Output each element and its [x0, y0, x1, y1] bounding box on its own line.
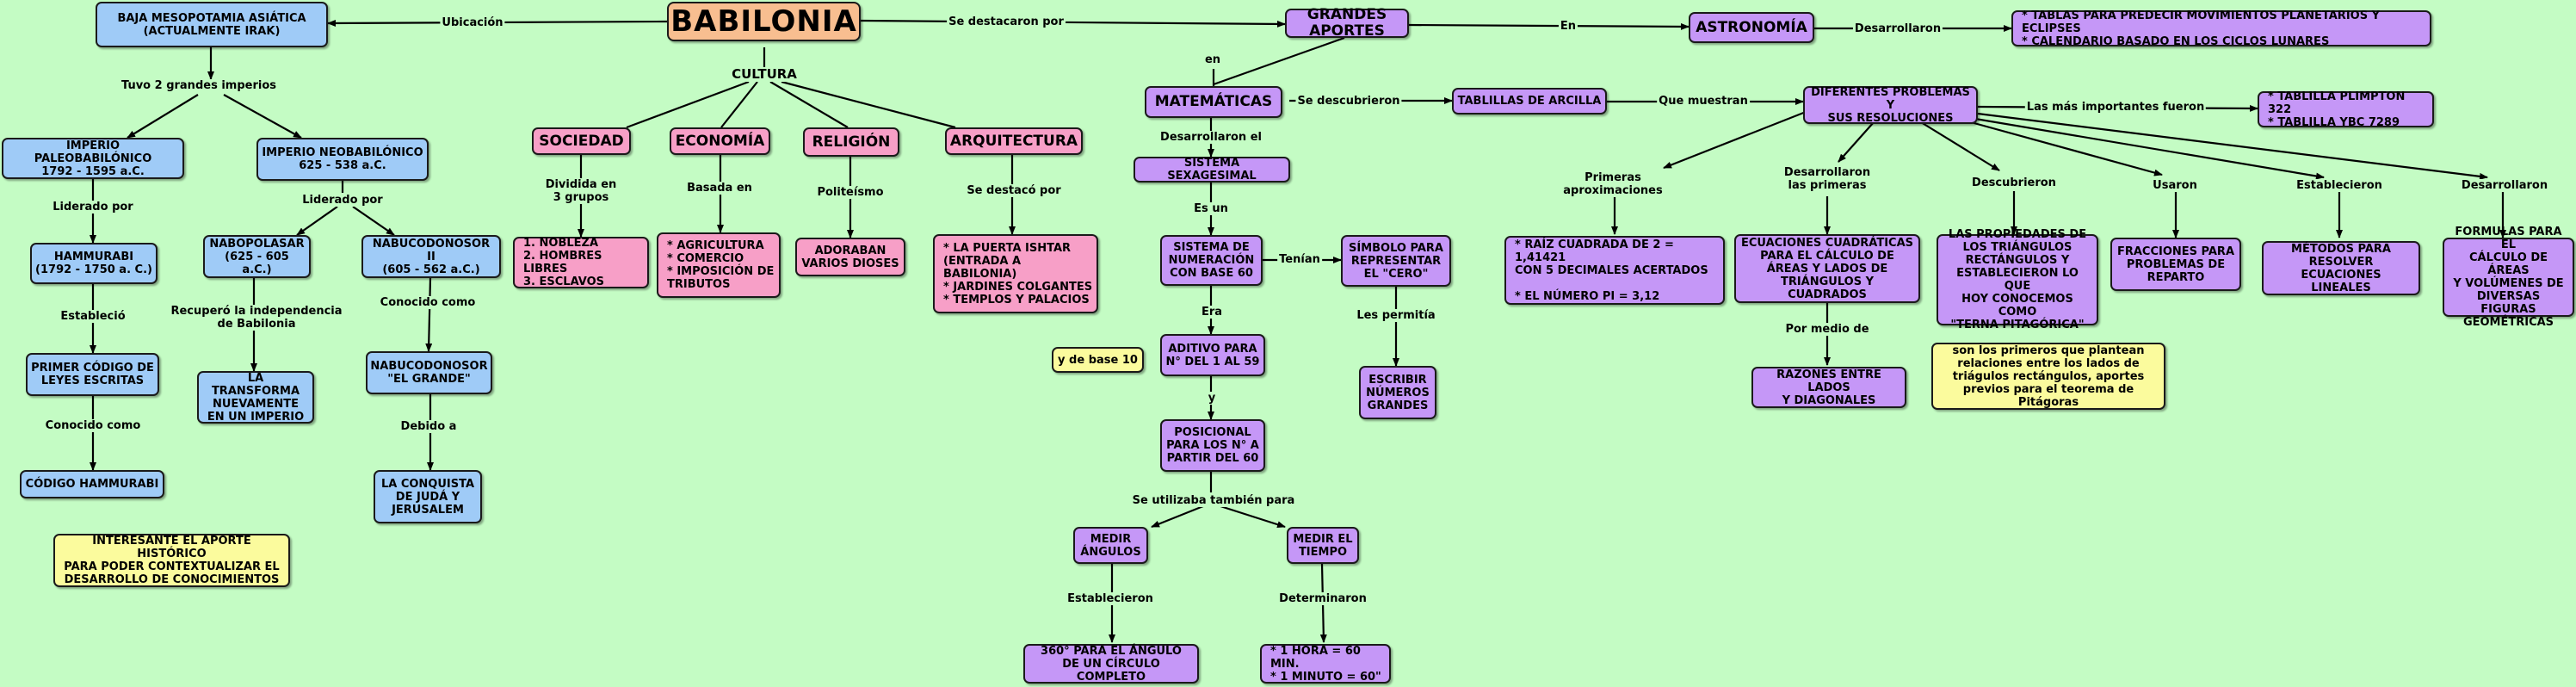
- node-primer-codigo: PRIMER CÓDIGO DE LEYES ESCRITAS: [26, 353, 159, 396]
- label-es-un: Es un: [1192, 202, 1230, 215]
- node-ecuaciones-cuadraticas: ECUACIONES CUADRÁTICAS PARA EL CÁLCULO D…: [1734, 234, 1920, 303]
- node-medir-angulos: MEDIR ÁNGULOS: [1073, 527, 1148, 564]
- label-desarrollaron-primeras: Desarrollaron las primeras: [1782, 166, 1873, 192]
- label-liderado-por-neo: Liderado por: [300, 194, 385, 207]
- node-escribir-numeros: ESCRIBIR NÚMEROS GRANDES: [1359, 366, 1436, 419]
- note-primeros-plantean: son los primeros que plantean relaciones…: [1931, 343, 2165, 410]
- label-mas-importantes: Las más importantes fueron: [2024, 101, 2207, 114]
- label-en-astronomia: En: [1558, 20, 1578, 33]
- label-tenian: Tenían: [1277, 253, 1322, 266]
- node-sistema-sexagesimal: SISTEMA SEXAGESIMAL: [1134, 157, 1290, 183]
- label-y: y: [1206, 392, 1218, 405]
- label-dividida: Dividida en 3 grupos: [543, 178, 619, 204]
- node-conquista-juda: LA CONQUISTA DE JUDÁ Y JERUSALEM: [374, 470, 482, 523]
- node-angulo-360: 360° PARA EL ÁNGULO DE UN CÍRCULO COMPLE…: [1023, 644, 1199, 684]
- label-basada: Basada en: [685, 182, 754, 195]
- node-razones: RAZONES ENTRE LADOS Y DIAGONALES: [1751, 367, 1906, 408]
- label-ubicacion: Ubicación: [440, 16, 505, 29]
- node-matematicas: MATEMÁTICAS: [1145, 86, 1282, 118]
- node-propiedades-triangulos: LAS PROPIEDADES DE LOS TRIÁNGULOS RECTÁN…: [1937, 228, 2098, 331]
- label-en-matematicas: en: [1202, 53, 1223, 66]
- node-astronomia: ASTRONOMÍA: [1689, 12, 1814, 43]
- label-recupero: Recuperó la independencia de Babilonia: [169, 305, 344, 331]
- node-arquitectura-detalle: * LA PUERTA ISHTAR (ENTRADA A BABILONIA)…: [933, 234, 1098, 313]
- label-desarrollaron-el: Desarrollaron el: [1158, 131, 1263, 144]
- label-primeras-aproximaciones: Primeras aproximaciones: [1561, 171, 1665, 197]
- node-religion: RELIGIÓN: [803, 127, 899, 157]
- node-fracciones: FRACCIONES PARA PROBLEMAS DE REPARTO: [2110, 238, 2241, 291]
- node-nabucodonosor-el-grande: NABUCODONOSOR "EL GRANDE": [366, 351, 492, 394]
- label-se-descubrieron: Se descubrieron: [1295, 95, 1402, 108]
- label-politeismo: Politeísmo: [815, 186, 886, 199]
- node-sistema-numeracion: SISTEMA DE NUMERACIÓN CON BASE 60: [1160, 235, 1263, 286]
- label-desarrollaron-formulas: Desarrollaron: [2459, 179, 2550, 192]
- node-religion-detalle: ADORABAN VARIOS DIOSES: [795, 238, 905, 276]
- node-raiz-pi: * RAÍZ CUADRADA DE 2 = 1,41421 CON 5 DEC…: [1504, 236, 1725, 305]
- node-imperio-neobabilonico: IMPERIO NEOBABILÓNICO 625 - 538 a.C.: [256, 138, 429, 181]
- node-imperio-paleobabilonico: IMPERIO PALEOBABILÓNICO 1792 - 1595 a.C.: [2, 138, 184, 179]
- label-se-destaco: Se destacó por: [965, 184, 1063, 197]
- label-desarrollaron-astro: Desarrollaron: [1852, 22, 1943, 35]
- node-hammurabi: HAMMURABI (1792 - 1750 a. C.): [30, 243, 158, 284]
- node-grandes-aportes: GRANDES APORTES: [1285, 7, 1409, 40]
- node-astronomia-detalle: * TABLAS PARA PREDECIR MOVIMIENTOS PLANE…: [2011, 9, 2431, 48]
- label-por-medio-de: Por medio de: [1783, 323, 1871, 336]
- label-debido-a: Debido a: [398, 420, 459, 433]
- label-que-muestran: Que muestran: [1657, 95, 1750, 108]
- node-economia: ECONOMÍA: [670, 127, 770, 155]
- label-conocido-como-codigo: Conocido como: [43, 419, 143, 432]
- label-determinaron: Determinaron: [1277, 592, 1368, 605]
- node-economia-detalle: * AGRICULTURA * COMERCIO * IMPOSICIÓN DE…: [657, 232, 781, 298]
- label-establecio: Estableció: [59, 310, 127, 323]
- node-arquitectura: ARQUITECTURA: [945, 127, 1083, 155]
- label-tuvo-2-imperios: Tuvo 2 grandes imperios: [120, 79, 278, 92]
- node-simbolo-cero: SÍMBOLO PARA REPRESENTAR EL "CERO": [1341, 235, 1451, 287]
- node-la-transforma: LA TRANSFORMA NUEVAMENTE EN UN IMPERIO: [197, 371, 314, 424]
- node-tablillas-importantes: * TABLILLA PLIMPTON 322 * TABLILLA YBC 7…: [2258, 90, 2434, 129]
- node-posicional: POSICIONAL PARA LOS N° A PARTIR DEL 60: [1160, 419, 1265, 472]
- node-baja-mesopotamia: BAJA MESOPOTAMIA ASIÁTICA (ACTUALMENTE I…: [96, 2, 328, 47]
- label-se-utilizaba: Se utilizaba también para: [1130, 494, 1297, 507]
- label-se-destacaron: Se destacaron por: [947, 15, 1066, 28]
- node-formulas-areas: FORMULAS PARA EL CÁLCULO DE ÁREAS Y VOLÚ…: [2443, 226, 2574, 329]
- label-les-permitia: Les permitía: [1355, 309, 1437, 322]
- node-sociedad: SOCIEDAD: [532, 127, 631, 155]
- label-usaron: Usaron: [2151, 179, 2199, 192]
- label-descubrieron: Descubrieron: [1970, 176, 2058, 189]
- node-hora-minuto: * 1 HORA = 60 MIN. * 1 MINUTO = 60": [1260, 644, 1391, 684]
- node-medir-tiempo: MEDIR EL TIEMPO: [1287, 527, 1359, 564]
- node-sociedad-grupos: 1. NOBLEZA 2. HOMBRES LIBRES 3. ESCLAVOS: [513, 237, 649, 288]
- node-nabucodonosor-ii: NABUCODONOSOR II (605 - 562 a.C.): [361, 235, 501, 278]
- node-codigo-hammurabi: CÓDIGO HAMMURABI: [20, 470, 164, 498]
- node-diferentes-problemas: DIFERENTES PROBLEMAS Y SUS RESOLUCIONES: [1803, 86, 1978, 125]
- node-nabopolasar: NABOPOLASAR (625 - 605 a.C.): [203, 235, 311, 278]
- label-liderado-por-paleo: Liderado por: [51, 201, 135, 214]
- note-interesante-aporte: INTERESANTE EL APORTE HISTÓRICO PARA POD…: [53, 534, 290, 587]
- label-conocido-como-nabu: Conocido como: [378, 296, 478, 309]
- node-babilonia: BABILONIA: [667, 2, 861, 41]
- node-aditivo: ADITIVO PARA N° DEL 1 AL 59: [1160, 334, 1265, 376]
- node-metodos-ecuaciones: MÉTODOS PARA RESOLVER ECUACIONES LINEALE…: [2262, 241, 2420, 295]
- label-establecieron-metodos: Establecieron: [2295, 179, 2384, 192]
- note-base-10: y de base 10: [1052, 347, 1144, 373]
- label-cultura: CULTURA: [730, 66, 799, 82]
- label-establecieron-angulo: Establecieron: [1066, 592, 1155, 605]
- node-tablillas-arcilla: TABLILLAS DE ARCILLA: [1452, 88, 1607, 114]
- label-era: Era: [1199, 306, 1225, 319]
